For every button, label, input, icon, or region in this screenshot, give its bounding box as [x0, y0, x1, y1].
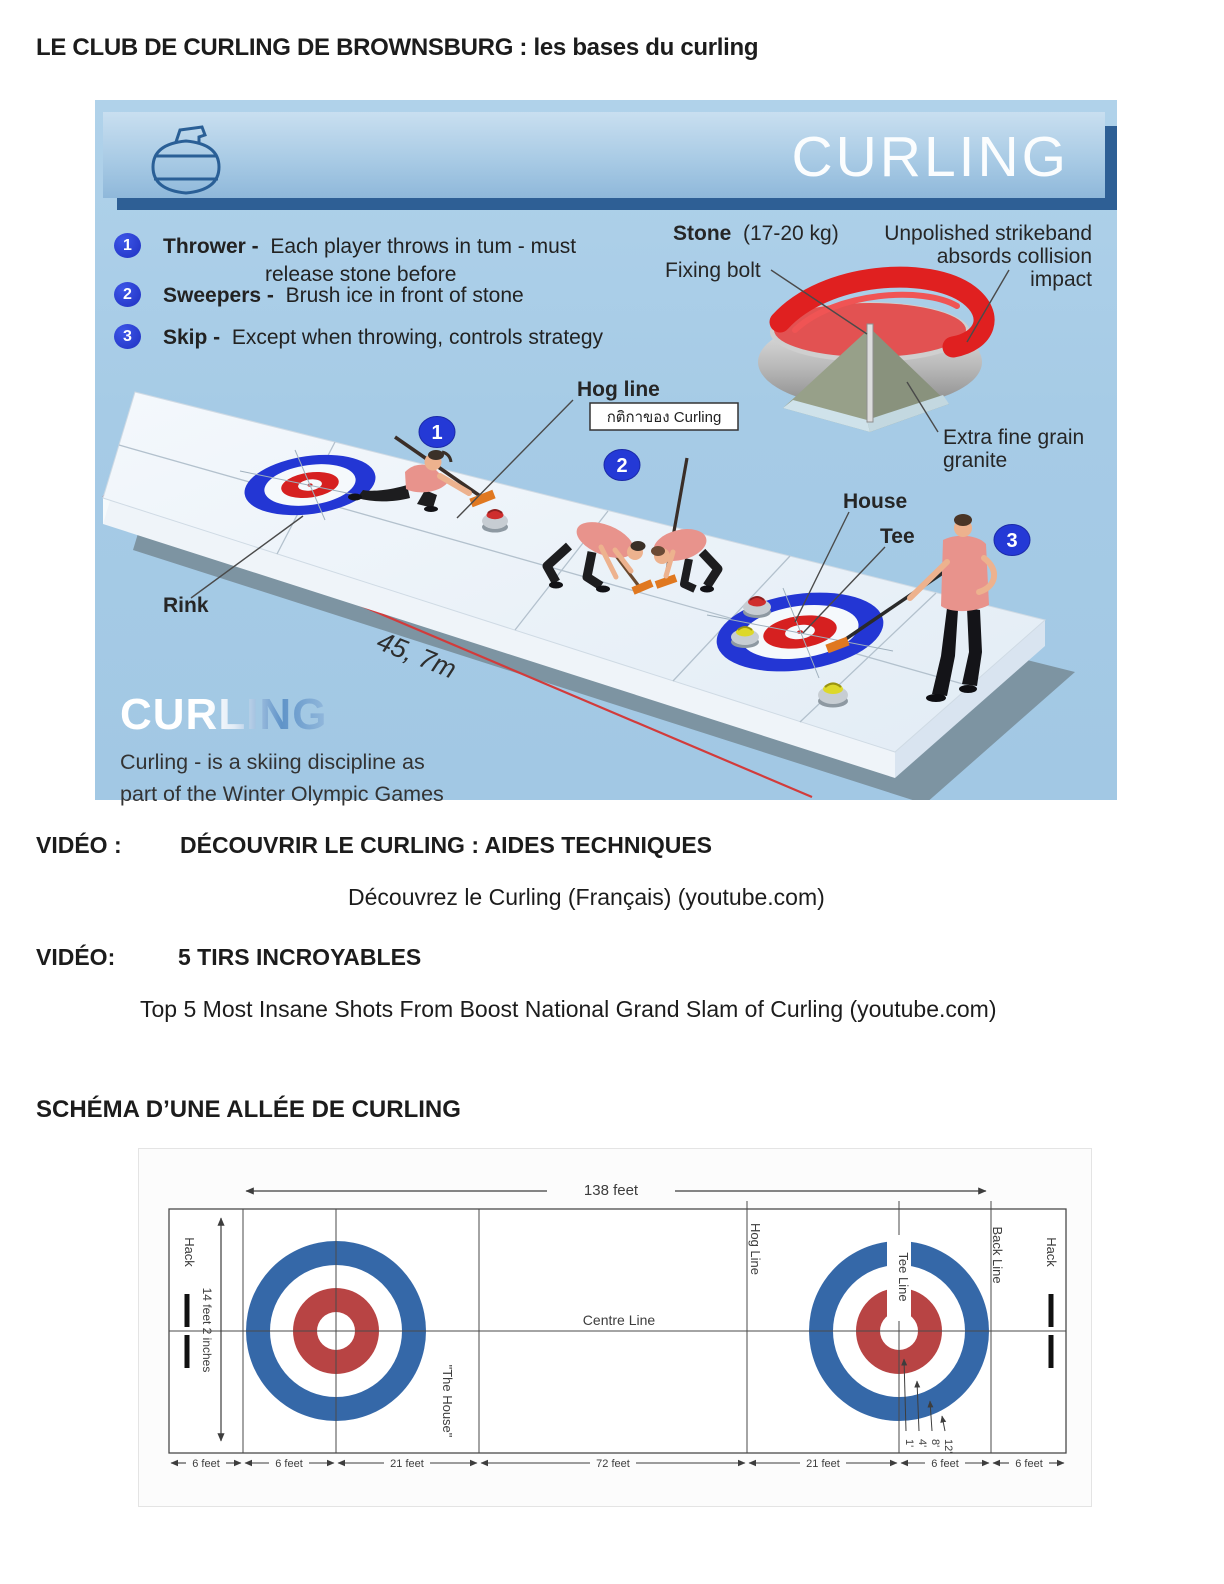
video2-label: VIDÉO:: [36, 944, 116, 970]
rink-front-face: [103, 498, 895, 778]
stone-label: Stone: [673, 222, 731, 245]
strikeband-label-line1: Unpolished strikeband: [884, 222, 1092, 245]
bottom-dim-7: 6 feet: [1015, 1458, 1043, 1470]
sweeper-left-figure: [542, 522, 654, 595]
role-1-line1: Thrower - Each player throws in tum - mu…: [163, 235, 576, 259]
thai-caption-text: กติกาของ Curling: [607, 409, 722, 426]
centre-line-label: Centre Line: [583, 1312, 656, 1328]
schema-heading: SCHÉMA D’UNE ALLÉE DE CURLING: [36, 1096, 461, 1123]
svg-text:1: 1: [431, 422, 442, 444]
width-dimension-label: 14 feet 2 inches: [200, 1288, 214, 1373]
role-badge-1: 1: [114, 233, 141, 258]
tee-line-label-bg: [887, 1235, 911, 1321]
bottom-dim-3: 21 feet: [390, 1458, 424, 1470]
role-1-desc: Each player throws in tum - must: [270, 235, 577, 258]
svg-text:2: 2: [616, 455, 627, 477]
bottom-dim-1: 6 feet: [192, 1458, 220, 1470]
thai-caption-box: [589, 402, 739, 431]
rink-label: Rink: [163, 594, 209, 617]
page-title: LE CLUB DE CURLING DE BROWNSBURG : les b…: [36, 34, 759, 61]
hog-line-label: Hog line: [577, 378, 660, 401]
right-house-crosshairs: [706, 587, 894, 679]
badge-3: 3: [993, 524, 1031, 556]
hog-line-label: Hog Line: [748, 1223, 763, 1275]
role-3-name: Skip -: [163, 326, 221, 349]
hack-left-label: Hack: [182, 1237, 197, 1267]
role-badge-3: 3: [114, 324, 141, 349]
infographic-footer-logo: CURLING: [120, 690, 328, 739]
bottom-dim-4: 72 feet: [596, 1458, 630, 1470]
video2-title: 5 TIRS INCROYABLES: [178, 944, 422, 970]
strikeband-label-line3: impact: [1030, 268, 1092, 291]
infographic-caption-line1: Curling - is a skiing discipline as: [120, 750, 425, 774]
infographic-illustration: Stone (17-20 kg) Unpolished strikeband a…: [102, 222, 1092, 800]
thrower-stone: [482, 509, 508, 533]
infographic-caption-line2: part of the Winter Olympic Games: [120, 782, 444, 806]
video2-link[interactable]: Top 5 Most Insane Shots From Boost Natio…: [140, 996, 997, 1022]
badge-1: 1: [418, 416, 456, 448]
video1-label: VIDÉO :: [36, 832, 122, 858]
leader-lines: [190, 269, 1010, 634]
length-dimension-label: 138 feet: [584, 1182, 639, 1199]
sheet-diagram-svg: 138 feet 14 feet 2 inches Hack Hog Line …: [168, 1182, 1067, 1470]
ring-radius-label-8: 8': [929, 1439, 941, 1447]
skip-figure: [825, 514, 997, 702]
stone-red-on-house: [743, 596, 771, 618]
rink-right-face: [895, 620, 1045, 778]
hack-marks: [184, 1294, 1054, 1368]
role-2-name: Sweepers -: [163, 284, 274, 307]
curling-sheet-diagram: 138 feet 14 feet 2 inches Hack Hog Line …: [138, 1148, 1092, 1507]
ring-radius-label-1: 1': [903, 1439, 915, 1447]
ring-radius-label-4: 4': [916, 1439, 928, 1447]
role-2-line: Sweepers - Brush ice in front of stone: [163, 284, 524, 308]
role-1-name: Thrower -: [163, 235, 259, 258]
strikeband-label-line2: absords collision: [937, 245, 1092, 268]
video1-title: DÉCOUVRIR LE CURLING : AIDES TECHNIQUES: [180, 832, 713, 858]
role-3-desc: Except when throwing, controls strategy: [231, 326, 604, 349]
house-label: "The House": [440, 1365, 455, 1438]
ring-radius-label-12: 12': [942, 1439, 954, 1453]
badge-2: 2: [603, 449, 641, 481]
video1-link[interactable]: Découvrez le Curling (Français) (youtube…: [348, 884, 825, 910]
stone-cutaway: [758, 266, 995, 432]
role-1-line2: release stone before: [265, 263, 457, 286]
bottom-dim-6: 6 feet: [931, 1458, 959, 1470]
stone-yellow-outside: [818, 682, 848, 708]
sweeper-right-figure: [651, 457, 723, 593]
stone-yellow-on-house: [731, 626, 759, 648]
house-label: House: [843, 490, 907, 513]
role-2-desc: Brush ice in front of stone: [285, 284, 524, 307]
granite-label-line2: granite: [943, 449, 1007, 472]
fixing-bolt-label: Fixing bolt: [665, 259, 761, 282]
curling-infographic: Stone (17-20 kg) Unpolished strikeband a…: [95, 100, 1117, 806]
back-line-label: Back Line: [990, 1226, 1005, 1283]
bottom-dim-2: 6 feet: [275, 1458, 303, 1470]
thrower-figure: [348, 435, 496, 512]
banner-title: CURLING: [791, 125, 1069, 189]
hack-right-label: Hack: [1044, 1237, 1059, 1267]
stone-weight-label: (17-20 kg): [743, 222, 839, 245]
role-3-line: Skip - Except when throwing, controls st…: [163, 326, 603, 350]
tee-label: Tee: [880, 525, 915, 548]
ring-radius-arrows: [901, 1358, 947, 1432]
tee-line-label: Tee Line: [896, 1252, 911, 1301]
granite-label-line1: Extra fine grain: [943, 426, 1084, 449]
role-badge-2: 2: [114, 282, 141, 307]
infographic-banner: CURLING: [103, 112, 1105, 198]
bottom-dim-5: 21 feet: [806, 1458, 840, 1470]
svg-text:3: 3: [1006, 530, 1017, 552]
curling-stone-icon: [151, 125, 221, 195]
